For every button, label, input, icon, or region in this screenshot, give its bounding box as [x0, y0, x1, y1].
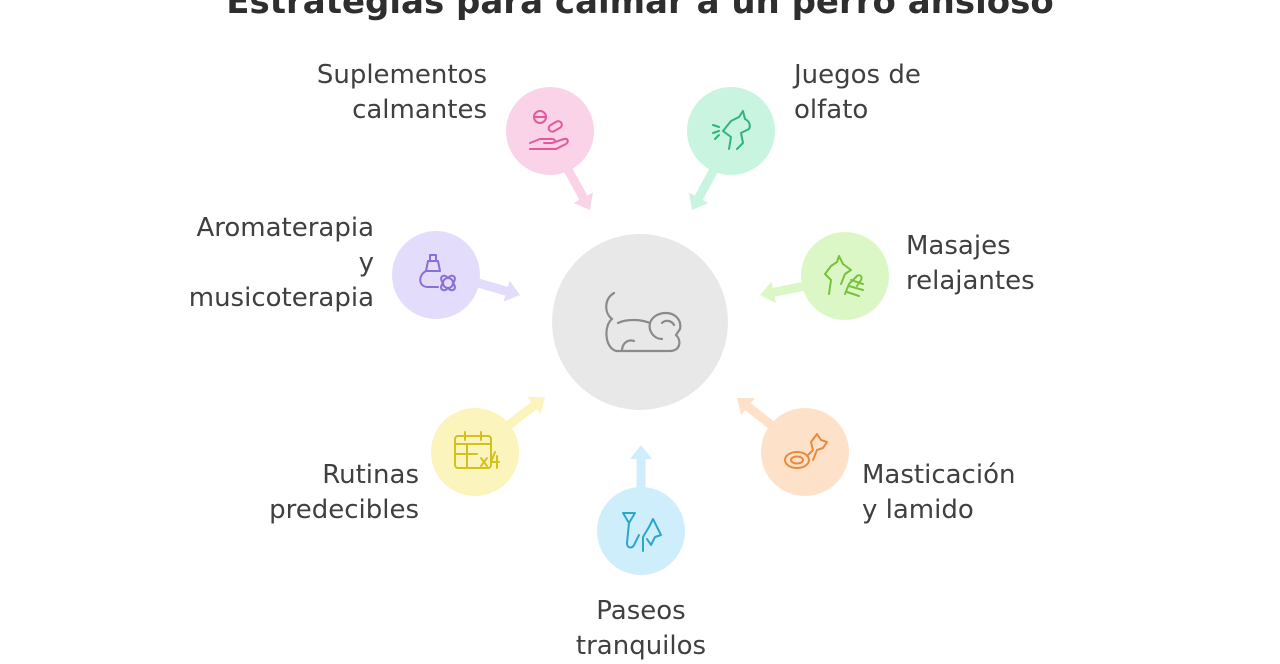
- circles: [392, 87, 889, 575]
- aroma-music-icon: [419, 254, 456, 292]
- strategy-label-2: Masajes relajantes: [906, 229, 1035, 299]
- strategy-label-line: Rutinas: [322, 460, 419, 490]
- strategy-label-line: calmantes: [352, 95, 487, 125]
- strategy-label-line: y: [358, 248, 374, 278]
- dog-sniffing-icon: [712, 110, 751, 150]
- dog-massage-icon: [824, 255, 864, 297]
- strategy-label-3: Masticación y lamido: [862, 458, 1015, 528]
- strategy-label-line: Masticación: [862, 460, 1016, 490]
- arrow-6: [473, 278, 520, 302]
- diagram-title: Estrategias para calmar a un perro ansio…: [226, 0, 1054, 22]
- arrow-0: [561, 161, 593, 210]
- strategy-label-4: Paseos tranquilos: [491, 594, 791, 664]
- strategy-label-line: Aromaterapia: [196, 213, 374, 243]
- strategy-label-1: Juegos de olfato: [794, 58, 921, 128]
- pills-hand-icon: [529, 110, 569, 150]
- arrow-3: [737, 398, 780, 433]
- strategy-label-line: predecibles: [269, 495, 419, 525]
- calendar-routine-icon: [454, 431, 500, 469]
- strategy-label-6: Aromaterapia y musicoterapia: [189, 211, 374, 316]
- node-circle-5: [431, 408, 519, 496]
- strategy-label-line: Suplementos: [316, 60, 487, 90]
- dog-chew-icon: [784, 433, 828, 469]
- strategy-label-5: Rutinas predecibles: [269, 458, 419, 528]
- node-circle-3: [761, 408, 849, 496]
- strategy-label-line: Juegos de: [794, 60, 921, 90]
- sleeping-dog-icon: [605, 291, 682, 353]
- center-circle: [552, 234, 728, 410]
- arrow-4: [630, 445, 652, 498]
- arrow-1: [689, 161, 721, 210]
- diagram: Estrategias para calmar a un perro ansio…: [189, 0, 1054, 661]
- strategy-label-line: tranquilos: [575, 631, 707, 661]
- arrow-2: [760, 281, 805, 304]
- strategy-label-line: Paseos: [596, 596, 686, 626]
- arrow-5: [500, 396, 545, 433]
- strategy-label-line: musicoterapia: [188, 283, 374, 313]
- strategy-label-0: Suplementos calmantes: [317, 58, 487, 128]
- node-circle-4: [597, 487, 685, 575]
- walk-leash-icon: [622, 512, 662, 552]
- strategy-label-line: olfato: [794, 95, 869, 125]
- strategy-label-line: y lamido: [862, 495, 974, 525]
- strategy-label-line: relajantes: [906, 266, 1035, 296]
- node-circle-6: [392, 231, 480, 319]
- diagram-graphics: [392, 87, 889, 575]
- strategy-label-line: Masajes: [906, 231, 1011, 261]
- node-circle-1: [687, 87, 775, 175]
